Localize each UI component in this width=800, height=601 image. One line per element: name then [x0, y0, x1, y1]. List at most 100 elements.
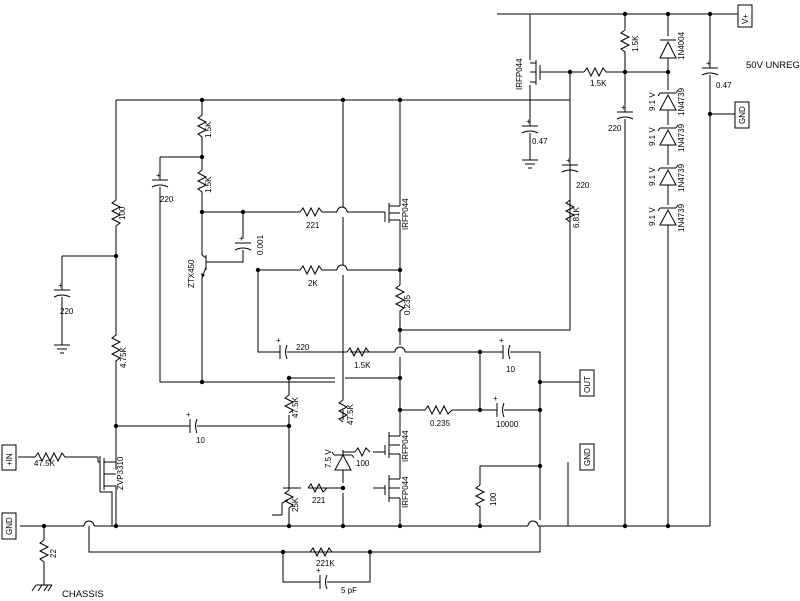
resistor-0235-a: [394, 284, 406, 315]
ground-icon: [54, 340, 70, 354]
mosfet-irfp044-c: [373, 475, 401, 505]
mosfet-irfp044-a: [384, 195, 401, 225]
cap-10000: [496, 402, 520, 418]
svg-text:0.235: 0.235: [403, 294, 412, 315]
svg-text:1N4739: 1N4739: [677, 87, 686, 116]
resistor-1k5-b: [196, 169, 208, 195]
svg-text:6.81K: 6.81K: [572, 206, 581, 228]
resistor-47k5-in: [34, 451, 68, 463]
zener-1n4739-c: [657, 164, 679, 186]
svg-text:ZVP3310: ZVP3310: [116, 456, 125, 490]
svg-text:+: +: [316, 566, 321, 575]
zener-1n4739-b: [657, 124, 679, 146]
resistor-100-c: [474, 484, 486, 508]
svg-text:V+: V+: [741, 14, 750, 24]
port-out: OUT: [579, 369, 595, 397]
svg-text:GND: GND: [583, 448, 592, 466]
supply-title: 50V UNREG: [746, 60, 800, 71]
svg-text:+IN: +IN: [5, 453, 14, 466]
svg-text:+: +: [526, 117, 531, 126]
resistor-100-a: [110, 199, 122, 230]
resistor-6k81: [564, 199, 576, 225]
svg-text:9.1 V: 9.1 V: [648, 127, 657, 146]
svg-text:+: +: [499, 336, 504, 345]
cap-0001: [234, 242, 252, 251]
resistor-1k5-d: [583, 66, 610, 78]
zener-7v5: [331, 451, 355, 471]
resistor-47k5-c: [337, 399, 349, 423]
svg-text:220: 220: [160, 195, 174, 204]
svg-text:0.47: 0.47: [532, 137, 548, 146]
svg-text:10000: 10000: [496, 420, 519, 429]
ground-icon: [522, 159, 538, 169]
svg-text:1N4004: 1N4004: [677, 31, 686, 60]
svg-text:47.5K: 47.5K: [291, 396, 300, 418]
svg-text:10: 10: [506, 365, 515, 374]
resistor-4k75: [110, 330, 122, 370]
cap-047-b: [701, 62, 719, 82]
svg-text:47.5K: 47.5K: [34, 459, 56, 468]
svg-text:9.1 V: 9.1 V: [648, 167, 657, 186]
svg-text:25K: 25K: [291, 497, 300, 512]
port-gnd-right: GND: [734, 101, 750, 129]
mosfet-irfp044-b: [384, 430, 401, 460]
svg-text:9.1 V: 9.1 V: [648, 207, 657, 226]
svg-text:GND: GND: [5, 517, 14, 535]
port-gnd-mid: GND: [579, 443, 595, 471]
svg-text:IRFP044: IRFP044: [401, 430, 410, 462]
svg-text:0.47: 0.47: [716, 81, 732, 90]
resistors: [34, 29, 631, 566]
resistor-100-b: [354, 447, 371, 458]
chassis-label: CHASSIS: [62, 589, 104, 600]
capacitors: +++ +++ +++ +++: [53, 59, 719, 590]
port-in: +IN: [1, 444, 17, 471]
resistor-221-a: [299, 206, 325, 218]
cap-220-b: [151, 175, 169, 200]
cap-047-a: [521, 125, 539, 145]
resistor-221-b: [307, 482, 330, 494]
svg-text:1.5K: 1.5K: [590, 79, 607, 88]
mosfet-irfp044-top: [530, 60, 541, 85]
svg-text:1.5K: 1.5K: [204, 121, 213, 138]
resistor-47k5-b: [283, 394, 295, 414]
svg-text:IRFP044: IRFP044: [401, 476, 410, 508]
zener-1n4739-a: [657, 89, 679, 111]
transistors: [97, 60, 541, 526]
port-gnd-left: GND: [1, 512, 17, 540]
junctions: [41, 11, 713, 555]
chassis-ground-icon: [31, 584, 53, 592]
svg-text:220: 220: [60, 307, 74, 316]
mosfet-zvp3310: [97, 426, 117, 526]
svg-text:1.5K: 1.5K: [354, 361, 371, 370]
svg-text:47.5K: 47.5K: [346, 403, 355, 425]
svg-text:1.5K: 1.5K: [204, 176, 213, 193]
svg-text:100: 100: [118, 206, 127, 220]
svg-text:100: 100: [356, 459, 370, 468]
resistor-22-chassis: [38, 539, 50, 566]
resistor-1k5-c: [345, 346, 372, 358]
svg-text:221: 221: [306, 221, 320, 230]
cap-5pf: [319, 574, 340, 590]
svg-text:221: 221: [312, 496, 326, 505]
svg-text:+: +: [156, 171, 161, 180]
cap-220-e: [616, 111, 634, 130]
svg-text:+: +: [493, 394, 498, 403]
resistor-1k5-a: [196, 114, 208, 140]
svg-text:220: 220: [576, 181, 590, 190]
resistor-1k5-top: [619, 29, 631, 55]
svg-text:100: 100: [489, 492, 498, 506]
svg-text:1.5K: 1.5K: [631, 35, 640, 52]
svg-text:OUT: OUT: [583, 376, 592, 393]
svg-text:+: +: [621, 103, 626, 112]
svg-text:+: +: [186, 410, 191, 419]
svg-text:7.5 V: 7.5 V: [324, 449, 333, 468]
resistor-2k: [299, 264, 325, 276]
svg-text:220: 220: [296, 343, 310, 352]
svg-text:+: +: [239, 234, 244, 243]
svg-text:2K: 2K: [308, 279, 318, 288]
svg-text:0.235: 0.235: [430, 419, 451, 428]
svg-text:10: 10: [196, 436, 205, 445]
svg-text:GND: GND: [738, 106, 747, 124]
diodes: [331, 39, 679, 471]
